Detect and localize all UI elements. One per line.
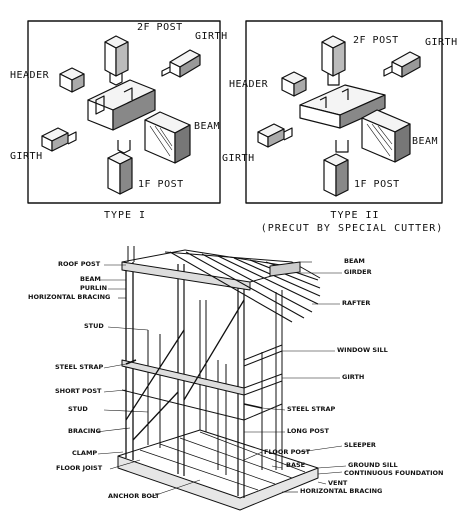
type2-label-beam: BEAM [412,136,439,147]
type2-girth-bottom-shape [257,123,293,148]
type1-caption: TYPE I [103,210,147,221]
frame-label-ground-sill: GROUND SILL [348,461,398,469]
frame-label-steel-strap-left: STEEL STRAP [55,363,104,371]
type2-label-girth-bottom: GIRTH [222,153,255,164]
type2-beam-shape [361,109,411,163]
frame-label-window-sill: WINDOW SILL [337,346,388,354]
frame-label-continuous-foundation: CONTINUOUS FOUNDATION [344,469,444,477]
frame-label-steel-strap-right: STEEL STRAP [287,405,336,413]
type1-label-girth-top: GIRTH [195,31,228,42]
frame-label-horizontal-bracing-right: HORIZONTAL BRACING [300,487,383,495]
type1-center-joint-shape [87,79,156,131]
frame-label-horizontal-bracing-left: HORIZONTAL BRACING [28,293,111,301]
frame-label-rafter: RAFTER [342,299,371,307]
frame-label-beam-left: BEAM [80,275,101,283]
type1-label-2f-post: 2F POST [137,22,183,33]
type2-frame [245,20,443,204]
house-frame-shape [117,246,321,511]
frame-label-floor-post: FLOOR POST [264,448,311,456]
frame-label-vent: VENT [328,479,348,487]
type2-caption: TYPE II [330,210,380,221]
frame-label-girth: GIRTH [342,373,365,381]
frame-label-stud-lower: STUD [68,405,88,413]
type1-girth-bottom-shape [41,127,77,152]
frame-label-girder: GIRDER [344,268,372,276]
frame-label-long-post: LONG POST [287,427,329,435]
type1-2f-post-shape [104,35,129,86]
type1-label-girth-bottom: GIRTH [10,151,43,162]
type1-label-1f-post: 1F POST [138,179,184,190]
type1-beam-shape [144,111,191,164]
type1-label-header: HEADER [10,70,50,81]
type2-label-2f-post: 2F POST [353,35,399,46]
leader-lines-right [243,261,347,493]
type2-subcaption: (PRECUT BY SPECIAL CUTTER) [260,223,444,234]
type2-1f-post-shape [323,140,349,197]
frame-label-clamp: CLAMP [72,449,98,457]
frame-label-beam-right: BEAM [344,257,365,265]
frame-label-floor-joist: FLOOR JOIST [56,464,103,472]
frame-label-stud-upper: STUD [84,322,104,330]
leader-lines-left [95,264,201,498]
type1-label-beam: BEAM [194,121,221,132]
frame-label-anchor-bolt: ANCHOR BOLT [108,492,160,500]
frame-label-bracing: BRACING [68,427,101,435]
frame-label-base: BASE [286,461,306,469]
frame-label-short-post: SHORT POST [55,387,102,395]
type1-header-shape [59,67,85,93]
type2-label-1f-post: 1F POST [354,179,400,190]
type2-header-shape [281,71,307,97]
type2-2f-post-shape [321,35,346,86]
type2-label-header: HEADER [229,79,269,90]
frame-label-purlin: PURLIN [80,284,108,292]
type2-label-girth-top: GIRTH [425,37,458,48]
type1-1f-post-shape [107,140,133,195]
type2-center-joint-shape [299,84,386,129]
type1-frame [27,20,221,204]
type1-girth-top-shape [161,49,201,78]
type2-girth-top-shape [383,51,421,78]
frame-label-sleeper: SLEEPER [344,441,376,449]
frame-label-roof-post: ROOF POST [58,260,101,268]
